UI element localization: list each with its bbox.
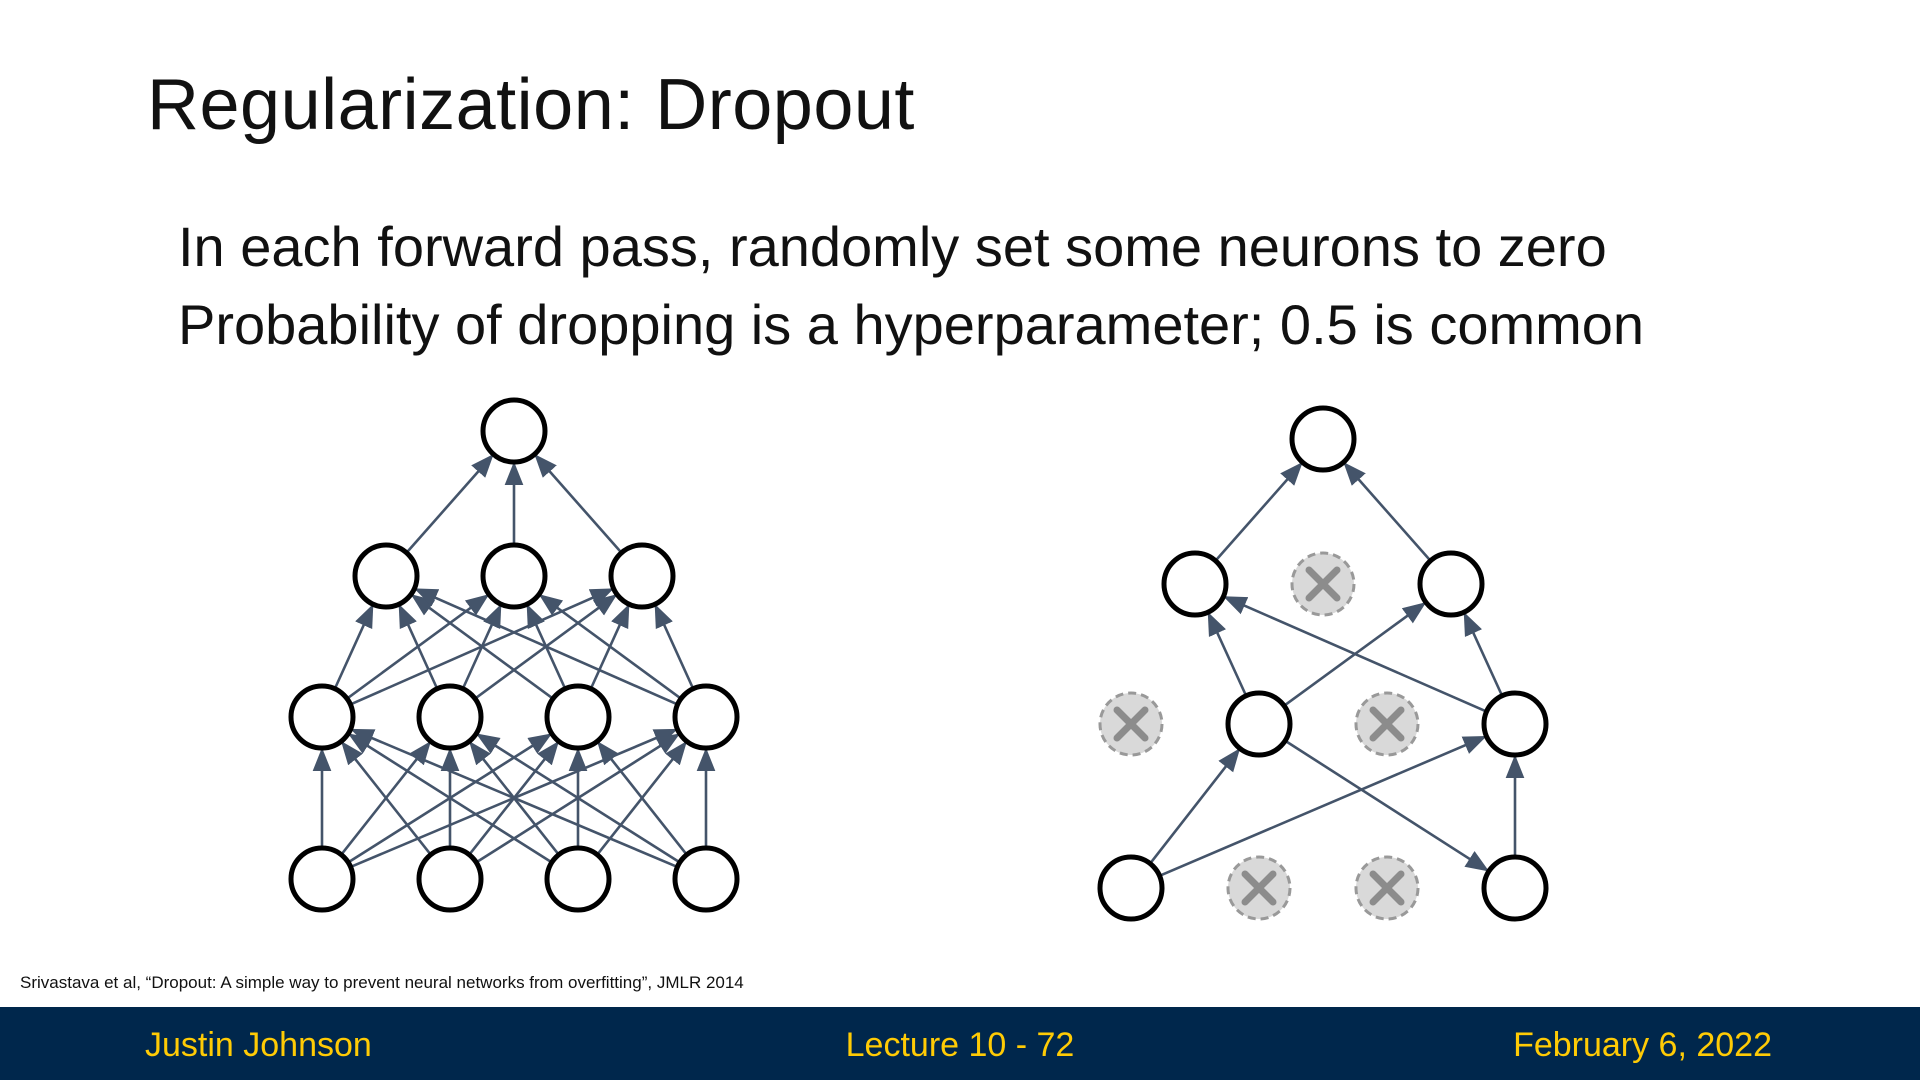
neuron [1481,854,1549,922]
close-icon [1241,870,1277,906]
connection-arrow [538,594,681,700]
neuron [352,542,420,610]
neuron [288,683,356,751]
neuron [544,683,612,751]
neuron [1161,550,1229,618]
connection-arrow [341,741,432,855]
neuron [672,845,740,913]
connection-arrow [410,594,553,700]
close-icon [1369,870,1405,906]
connection-arrow [1159,735,1487,877]
connection-arrow [398,603,438,689]
connection-arrow [347,733,552,863]
neuron [1289,405,1357,473]
dropout-network-diagram [1097,405,1549,922]
neuron [672,683,740,751]
connection-arrow [597,741,688,855]
neuron [544,845,612,913]
footer-date: February 6, 2022 [1513,1026,1772,1064]
neuron [480,397,548,465]
connection-arrow [1463,611,1503,696]
bullet-item: Probability of dropping is a hyperparame… [178,293,1645,356]
neuron [608,542,676,610]
connection-arrow [1207,611,1247,696]
dropout-diagram [288,397,1549,922]
neuron [1481,690,1549,758]
footer-bar: Justin Johnson Lecture 10 - 72 February … [0,1007,1920,1080]
footer-author: Justin Johnson [145,1026,372,1064]
neuron [1417,550,1485,618]
close-icon [1305,566,1341,602]
neuron [1225,690,1293,758]
connection-arrow [414,588,678,706]
connection-arrow [1285,740,1490,872]
neuron [288,845,356,913]
bullet-item: In each forward pass, randomly set some … [178,215,1607,278]
connection-arrow [475,733,680,863]
connection-arrow [406,453,494,553]
bullet-list: In each forward pass, randomly set some … [178,208,1644,364]
connection-arrow [534,453,622,553]
full-network-diagram [288,397,740,913]
connection-arrow [654,603,694,689]
footer-lecture-number: Lecture 10 - 72 [845,1026,1075,1064]
connection-arrow [1149,748,1241,864]
connection-arrow [1215,461,1303,561]
connection-arrow [334,603,374,689]
connection-arrow [1343,461,1431,561]
slide-title: Regularization: Dropout [147,65,915,145]
neuron [1097,854,1165,922]
citation: Srivastava et al, “Dropout: A simple way… [20,973,744,992]
connection-arrow [350,728,678,868]
close-icon [1369,706,1405,742]
neuron [480,542,548,610]
close-icon [1113,706,1149,742]
neuron [416,845,484,913]
neuron [416,683,484,751]
connection-arrow [1223,596,1487,713]
